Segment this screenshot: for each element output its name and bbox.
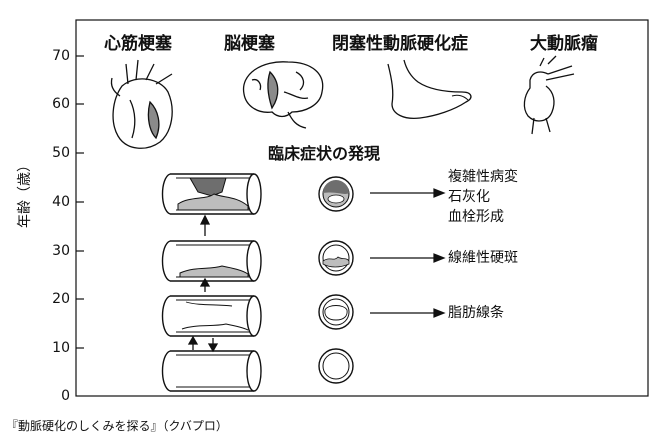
vessel-stage-1	[161, 350, 262, 392]
stage-label-fibrous-plaque: 線維性硬斑	[448, 250, 518, 266]
stage-label-complicated-lesion: 複雑性病変	[448, 169, 518, 185]
y-tick: 50	[52, 145, 70, 161]
vessel-stage-4	[161, 173, 262, 215]
aorta-icon	[523, 55, 575, 135]
progression-arrows	[187, 214, 219, 353]
vessel-stage-3	[161, 240, 262, 282]
heart-icon	[110, 59, 173, 149]
cross-section-stage-4	[318, 176, 354, 212]
clinical-onset-label: 臨床症状の発現	[268, 144, 381, 163]
cross-section-stage-1	[318, 348, 354, 384]
y-tick: 10	[52, 340, 70, 356]
plot-frame	[75, 19, 649, 397]
disease-label-arteriosclerosis-obliterans: 閉塞性動脈硬化症	[332, 34, 468, 54]
stage-label-fatty-streak: 脂肪線条	[448, 305, 504, 321]
stage-label-calcification: 石灰化	[448, 189, 490, 205]
disease-label-cerebral-infarction: 脳梗塞	[224, 34, 275, 54]
y-tick: 0	[61, 388, 70, 404]
disease-label-myocardial-infarction: 心筋梗塞	[104, 34, 172, 54]
disease-label-aortic-aneurysm: 大動脈瘤	[530, 34, 598, 54]
y-tick: 20	[52, 291, 70, 307]
brain-icon	[242, 61, 324, 129]
y-axis-label: 年齢（歳）	[17, 158, 33, 228]
y-axis-ticks	[76, 55, 84, 349]
y-tick: 60	[52, 96, 70, 112]
y-tick: 70	[52, 48, 70, 64]
stage-arrows	[370, 188, 446, 318]
source-caption: 『動脈硬化のしくみを探る』（クバプロ）	[6, 419, 228, 433]
stage-label-thrombus: 血栓形成	[448, 209, 504, 225]
cross-section-stage-2	[318, 294, 354, 330]
foot-icon	[387, 59, 472, 120]
cross-section-stage-3	[318, 240, 354, 276]
y-tick: 40	[52, 194, 70, 210]
vessel-stage-2	[161, 295, 262, 337]
y-tick: 30	[52, 243, 70, 259]
